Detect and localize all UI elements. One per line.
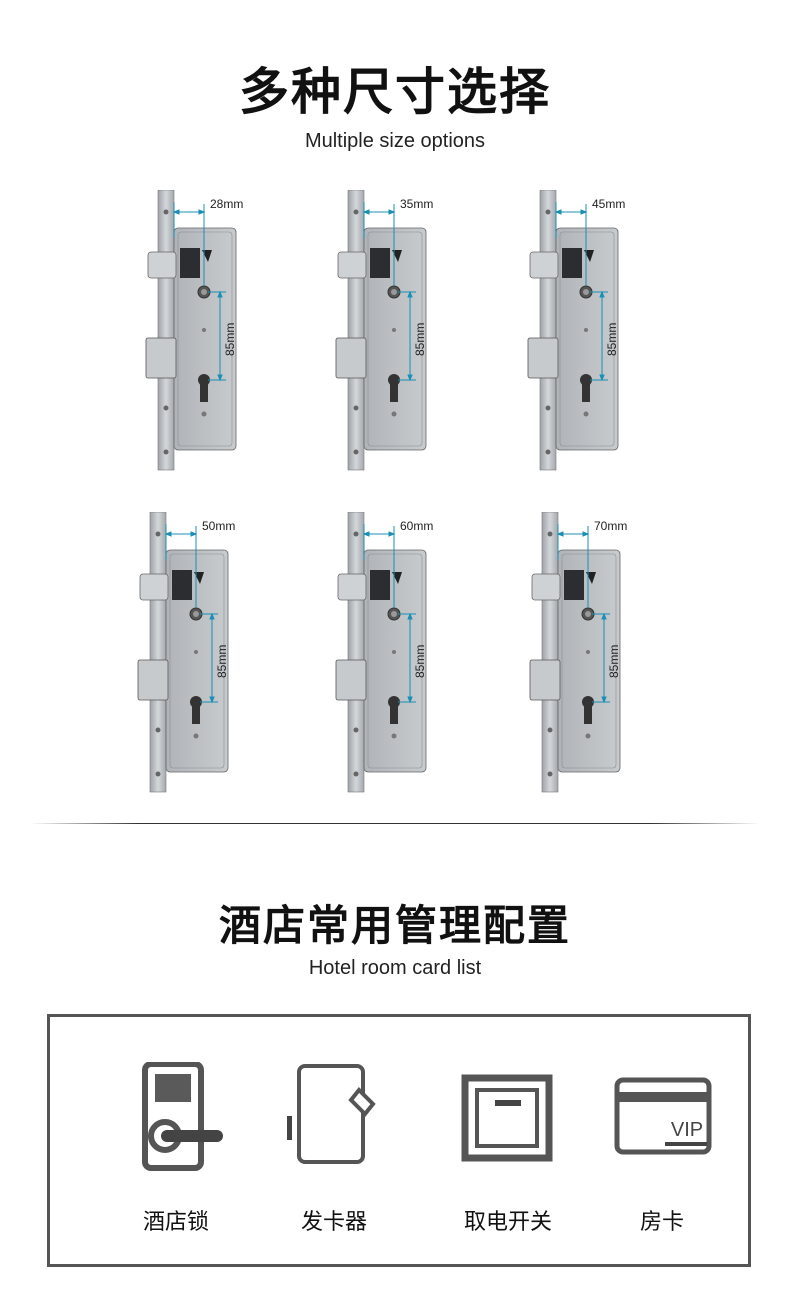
lock-drawing: 35mm 85mm bbox=[335, 190, 433, 471]
vip-card-label: 房卡 bbox=[639, 1210, 684, 1235]
center-distance-label: 85mm bbox=[607, 645, 621, 678]
center-distance-label: 85mm bbox=[413, 323, 427, 356]
power-switch-icon bbox=[461, 1074, 553, 1162]
center-distance-label: 85mm bbox=[605, 323, 619, 356]
hotel-lock-icon bbox=[142, 1062, 223, 1171]
sizes-title: 多种尺寸选择 bbox=[239, 63, 551, 121]
lock-drawing: 45mm 85mm bbox=[527, 190, 625, 471]
backset-label: 28mm bbox=[210, 197, 243, 211]
config-subtitle: Hotel room card list bbox=[308, 957, 482, 979]
vip-text: VIP bbox=[671, 1119, 703, 1141]
lock-drawing: 60mm 85mm bbox=[335, 512, 433, 793]
section-divider bbox=[30, 823, 760, 824]
backset-label: 70mm bbox=[594, 519, 627, 533]
center-distance-label: 85mm bbox=[215, 645, 229, 678]
mortise-lock-45mm: 45mm 85mm bbox=[520, 190, 700, 480]
vip-card-icon: VIP bbox=[614, 1077, 712, 1155]
config-item-hotel-lock: 酒店锁 bbox=[106, 1062, 246, 1236]
card-encoder-label: 发卡器 bbox=[300, 1210, 367, 1235]
power-switch-label: 取电开关 bbox=[463, 1210, 552, 1235]
config-item-power-switch: 取电开关 bbox=[438, 1062, 578, 1236]
config-list-box: 酒店锁 发卡器 取电开关 VIP 房卡 bbox=[47, 1014, 751, 1267]
config-item-vip-card: VIP 房卡 bbox=[592, 1062, 732, 1236]
config-item-card-encoder: 发卡器 bbox=[264, 1062, 404, 1236]
backset-label: 50mm bbox=[202, 519, 235, 533]
card-encoder-icon bbox=[287, 1064, 376, 1164]
mortise-lock-50mm: 50mm 85mm bbox=[130, 512, 310, 802]
center-distance-label: 85mm bbox=[413, 645, 427, 678]
backset-label: 35mm bbox=[400, 197, 433, 211]
hotel-lock-label: 酒店锁 bbox=[142, 1210, 209, 1235]
mortise-lock-35mm: 35mm 85mm bbox=[328, 190, 508, 480]
config-title: 酒店常用管理配置 bbox=[218, 901, 571, 950]
lock-drawing: 50mm 85mm bbox=[137, 512, 235, 793]
center-distance-label: 85mm bbox=[223, 323, 237, 356]
lock-drawing: 70mm 85mm bbox=[529, 512, 627, 793]
backset-label: 45mm bbox=[592, 197, 625, 211]
mortise-lock-28mm: 28mm 85mm bbox=[138, 190, 318, 480]
sizes-subtitle: Multiple size options bbox=[304, 130, 486, 152]
mortise-lock-60mm: 60mm 85mm bbox=[328, 512, 508, 802]
lock-drawing: 28mm 85mm bbox=[145, 190, 243, 471]
mortise-lock-70mm: 70mm 85mm bbox=[522, 512, 702, 802]
backset-label: 60mm bbox=[400, 519, 433, 533]
